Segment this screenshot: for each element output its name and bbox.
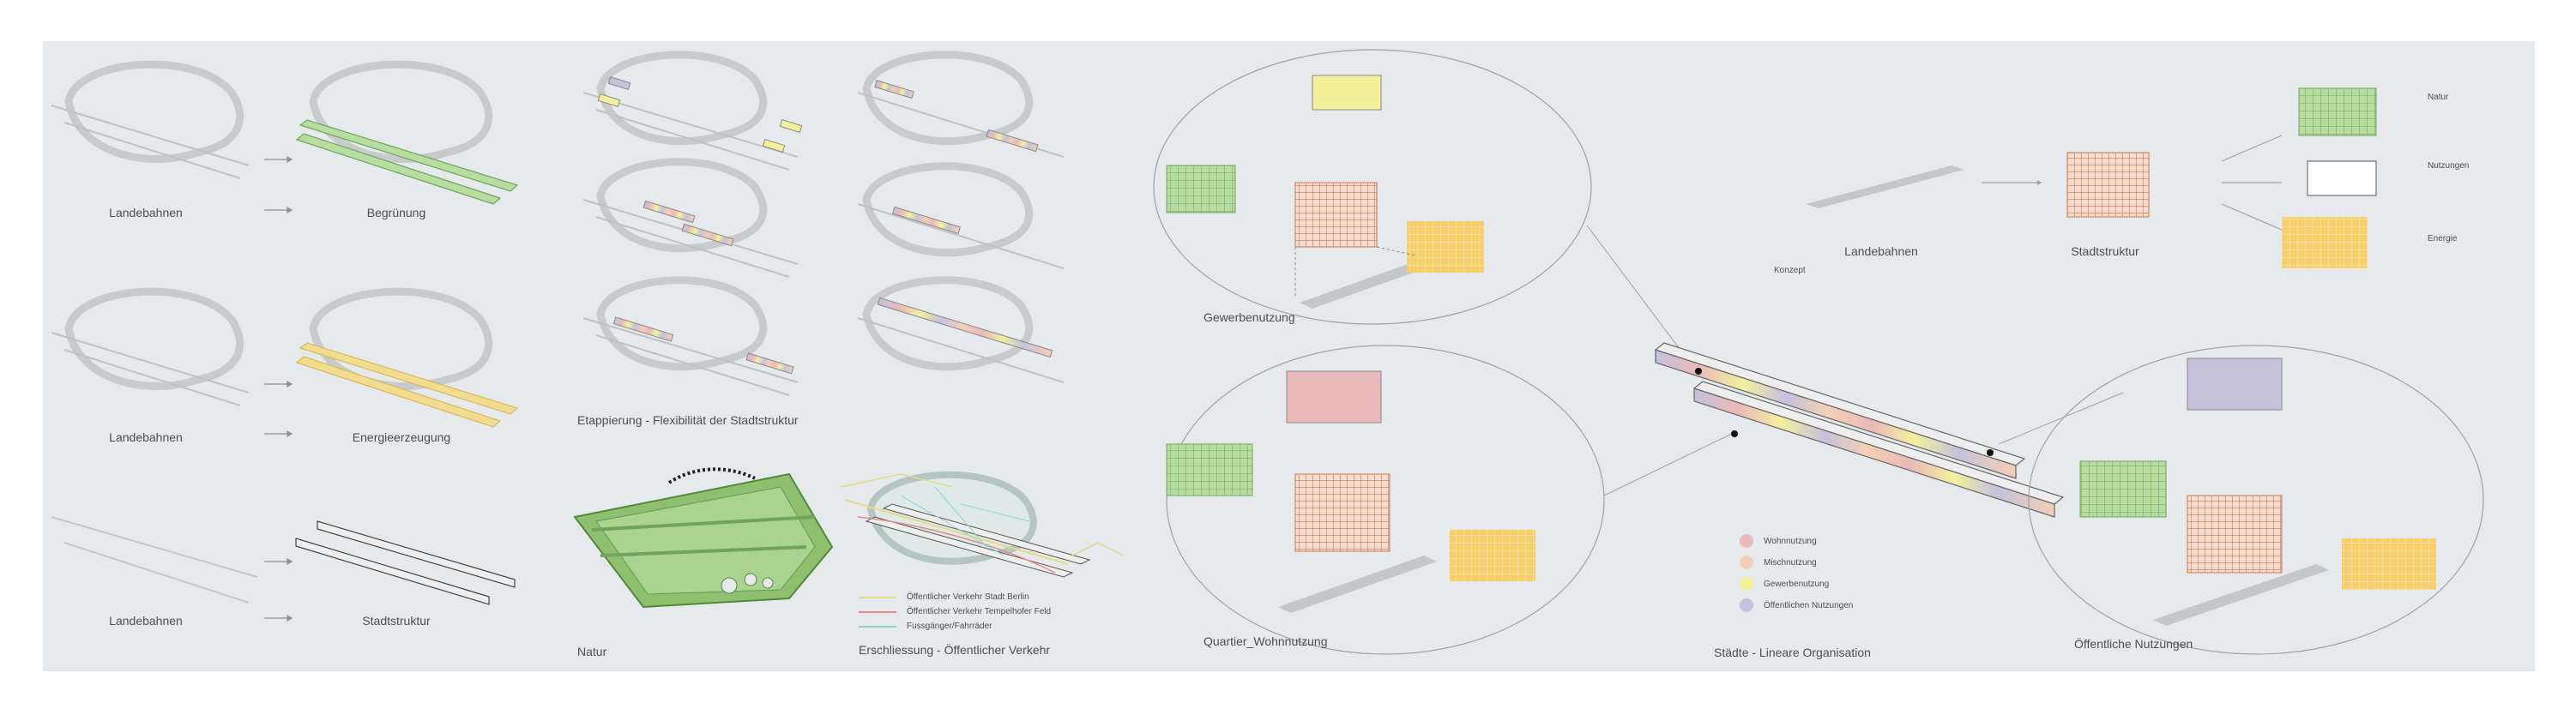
runway-lines-3 — [51, 516, 258, 604]
label-stadtstruktur-left: Stadtstruktur — [362, 614, 431, 628]
diagram-artwork — [51, 49, 2484, 655]
poster-board: Landebahnen Begrünung Landebahnen Energi… — [43, 41, 2535, 671]
label-landebahnen-right: Landebahnen — [1844, 244, 1918, 258]
runway-oval-2 — [51, 287, 250, 406]
traffic-legend-2: Öffentlicher Verkehr Tempelhofer Feld — [859, 607, 1051, 616]
phase-oval-2 — [582, 158, 799, 278]
phase-oval-3 — [582, 276, 799, 396]
traffic-line-swatch — [859, 625, 896, 628]
label-landebahnen-1: Landebahnen — [109, 206, 183, 219]
traffic-line-swatch — [859, 596, 896, 598]
label-oeffentliche-nutzungen: Öffentliche Nutzungen — [2074, 637, 2193, 651]
arrow-2 — [264, 380, 293, 438]
stadtstruktur-bars — [295, 520, 516, 605]
linear-bars — [1654, 342, 2065, 518]
label-energie-right: Energie — [2428, 234, 2458, 243]
traffic-legend-1: Öffentlicher Verkehr Stadt Berlin — [859, 592, 1029, 602]
greening-oval — [295, 60, 519, 205]
label-gewerbenutzung: Gewerbenutzung — [1204, 310, 1295, 324]
label-stadtstruktur-right: Stadtstruktur — [2071, 244, 2139, 258]
traffic-legend-label: Öffentlicher Verkehr Stadt Berlin — [907, 592, 1029, 602]
runway-oval-1 — [51, 60, 250, 179]
label-erschliessung: Erschliessung - Öffentlicher Verkehr — [859, 643, 1051, 657]
phase-oval-4 — [857, 51, 1065, 158]
traffic-line-swatch — [859, 610, 896, 613]
uses-legend-1: Wohnnutzung — [1740, 534, 1817, 548]
label-quartier: Quartier_Wohnnutzung — [1204, 634, 1328, 648]
arrow-1 — [264, 155, 293, 214]
gewerbe-circle — [1153, 49, 1592, 325]
traffic-legend-3: Fussgänger/Fahrräder — [859, 622, 992, 631]
legend-dot — [1740, 598, 1753, 612]
legend-dot — [1740, 534, 1753, 548]
label-konzept: Konzept — [1774, 266, 1806, 275]
label-natur-right: Natur — [2428, 93, 2449, 102]
phase-oval-1 — [582, 51, 803, 171]
erschliessung-oval — [840, 471, 1125, 578]
wohnen-circle — [1166, 345, 1605, 655]
uses-legend-2: Mischnutzung — [1740, 556, 1817, 569]
legend-label: Gewerbenutzung — [1764, 579, 1830, 589]
connector-lines — [1586, 225, 2124, 496]
label-staedte: Städte - Lineare Organisation — [1714, 646, 1871, 659]
label-energieerzeugung: Energieerzeugung — [352, 430, 451, 444]
label-nutzungen-right: Nutzungen — [2428, 161, 2470, 171]
legend-label: Öffentlichen Nutzungen — [1764, 600, 1854, 610]
konzept-diagram — [1806, 87, 2377, 268]
label-begruenung: Begrünung — [366, 206, 426, 219]
traffic-legend-label: Öffentlicher Verkehr Tempelhofer Feld — [907, 607, 1052, 616]
legend-label: Mischnutzung — [1764, 557, 1817, 568]
uses-legend-3: Gewerbenutzung — [1740, 577, 1829, 591]
legend-label: Wohnnutzung — [1764, 536, 1817, 546]
natur-3d-model — [573, 467, 834, 609]
label-landebahnen-2: Landebahnen — [109, 430, 183, 444]
phase-oval-6 — [857, 276, 1065, 383]
oeffentlich-circle — [2028, 345, 2484, 655]
phase-oval-5 — [857, 162, 1065, 269]
legend-dot — [1740, 577, 1753, 591]
label-natur-bottom: Natur — [577, 645, 607, 658]
energy-oval — [295, 287, 519, 428]
legend-dot — [1740, 556, 1753, 569]
label-etappierung: Etappierung - Flexibilität der Stadtstru… — [577, 413, 799, 427]
arrow-3 — [264, 557, 293, 622]
label-landebahnen-3: Landebahnen — [109, 614, 183, 628]
uses-legend-4: Öffentlichen Nutzungen — [1740, 598, 1853, 612]
traffic-legend-label: Fussgänger/Fahrräder — [907, 622, 992, 631]
